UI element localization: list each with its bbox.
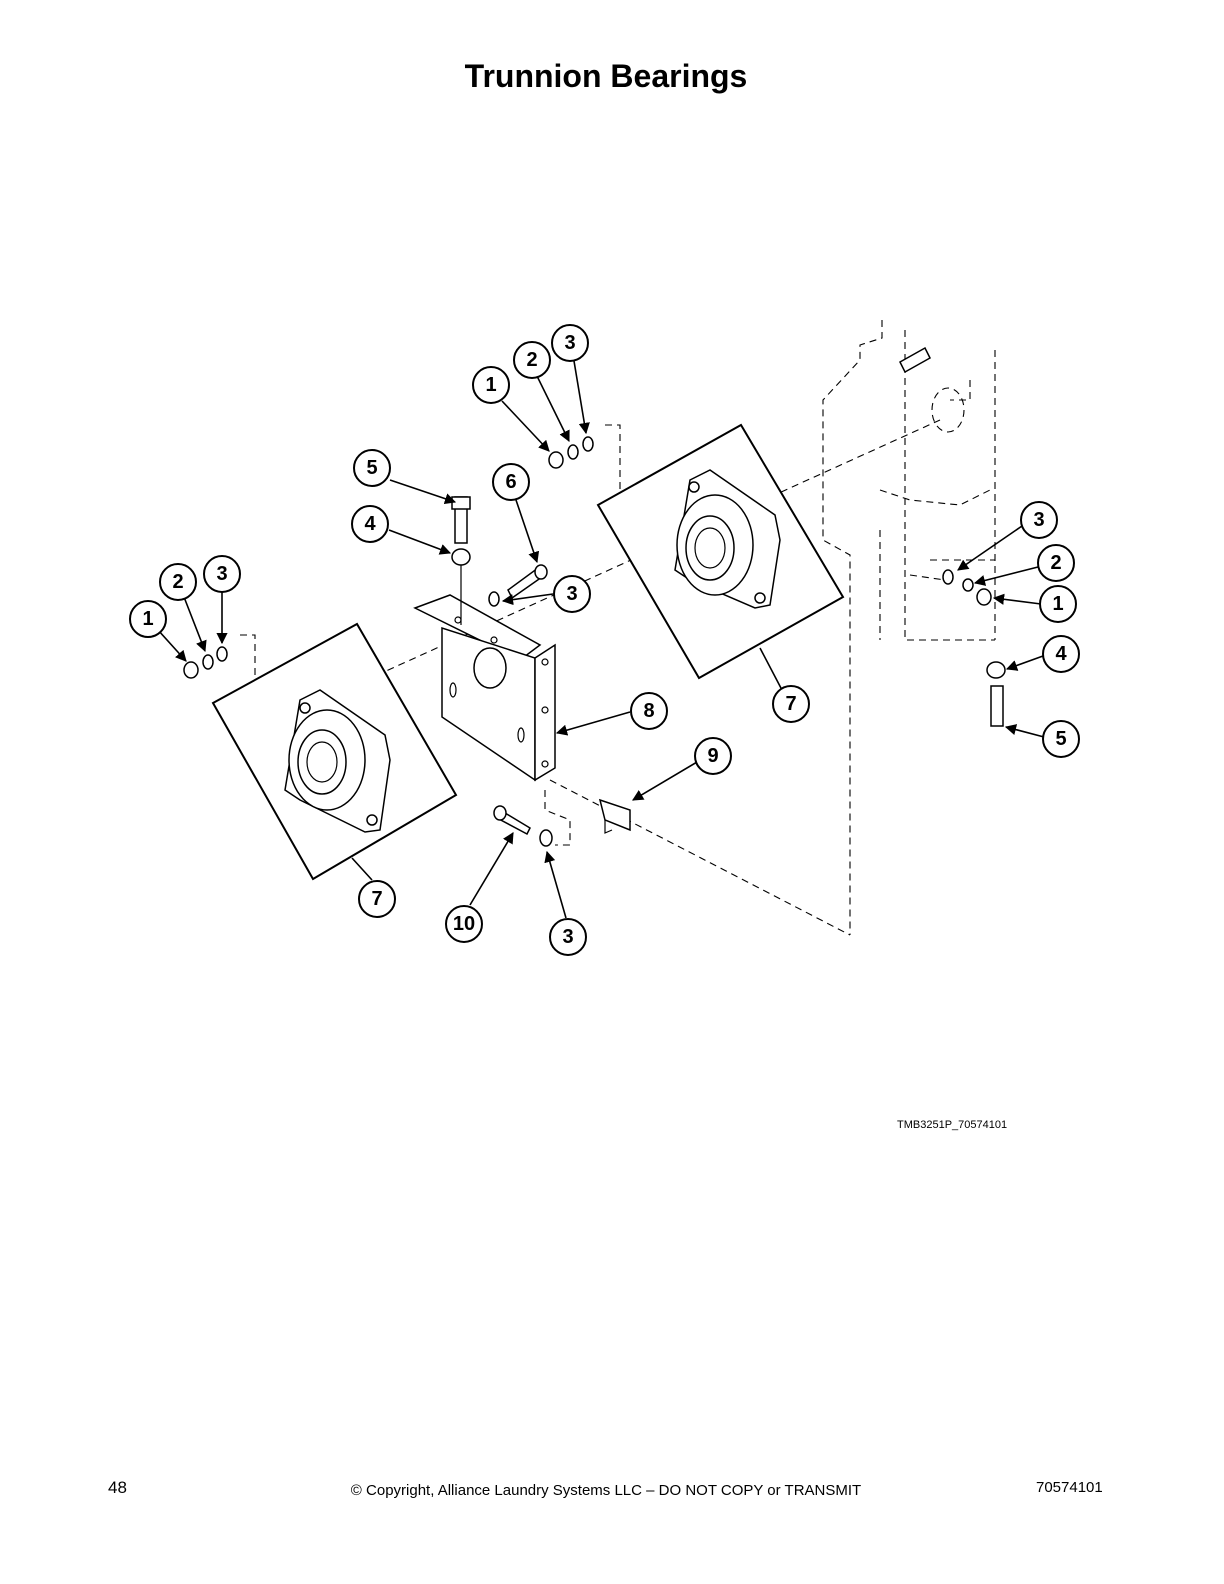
svg-text:2: 2 bbox=[1050, 552, 1061, 574]
callout-right-bearing-7: 7 bbox=[772, 685, 810, 723]
left-bearing-assembly bbox=[211, 622, 458, 881]
assembly-alignment-lines bbox=[240, 419, 946, 936]
callout-clip-9: 9 bbox=[694, 737, 732, 775]
callout-mid-5: 5 bbox=[353, 449, 391, 487]
callout-left-3: 3 bbox=[203, 555, 241, 593]
svg-text:4: 4 bbox=[1055, 643, 1067, 665]
figure-code: TMB3251P_70574101 bbox=[897, 1119, 1008, 1131]
hardware-middle bbox=[451, 496, 548, 625]
svg-text:4: 4 bbox=[364, 513, 376, 535]
callout-left-bearing-7: 7 bbox=[358, 880, 396, 918]
copyright-notice: © Copyright, Alliance Laundry Systems LL… bbox=[350, 1482, 862, 1499]
svg-text:7: 7 bbox=[785, 693, 796, 715]
callout-mid-3: 3 bbox=[553, 575, 591, 613]
callout-bottom-3: 3 bbox=[549, 918, 587, 956]
hardware-top bbox=[548, 436, 594, 469]
svg-text:5: 5 bbox=[1055, 728, 1066, 750]
callout-right-3: 3 bbox=[1020, 501, 1058, 539]
callout-right-4: 4 bbox=[1042, 635, 1080, 673]
hardware-right bbox=[899, 346, 1006, 727]
svg-text:3: 3 bbox=[566, 583, 577, 605]
page-title: Trunnion Bearings bbox=[464, 58, 748, 94]
callout-top-2: 2 bbox=[513, 341, 551, 379]
svg-text:1: 1 bbox=[485, 374, 496, 396]
hardware-left bbox=[183, 646, 228, 679]
svg-text:3: 3 bbox=[1033, 509, 1044, 531]
svg-text:3: 3 bbox=[564, 332, 575, 354]
callout-mid-6: 6 bbox=[492, 463, 530, 501]
callout-top-3: 3 bbox=[551, 324, 589, 362]
clip bbox=[598, 798, 631, 834]
page-number: 48 bbox=[108, 1478, 127, 1497]
callout-left-1: 1 bbox=[129, 600, 167, 638]
document-number: 70574101 bbox=[1036, 1479, 1103, 1496]
svg-text:8: 8 bbox=[643, 700, 654, 722]
svg-text:7: 7 bbox=[371, 888, 382, 910]
mounting-bracket bbox=[413, 594, 556, 782]
callout-bottom-10: 10 bbox=[445, 905, 483, 943]
svg-text:1: 1 bbox=[1052, 593, 1063, 615]
hardware-bottom bbox=[493, 805, 553, 847]
svg-text:6: 6 bbox=[505, 471, 516, 493]
svg-text:9: 9 bbox=[707, 745, 718, 767]
machine-frame-phantom bbox=[822, 320, 996, 935]
callout-right-1: 1 bbox=[1039, 585, 1077, 623]
callout-right-5: 5 bbox=[1042, 720, 1080, 758]
callout-top-1: 1 bbox=[472, 366, 510, 404]
callout-right-2: 2 bbox=[1037, 544, 1075, 582]
svg-text:3: 3 bbox=[216, 563, 227, 585]
callout-left-2: 2 bbox=[159, 563, 197, 601]
svg-text:2: 2 bbox=[172, 571, 183, 593]
svg-text:10: 10 bbox=[453, 913, 475, 935]
callout-bracket-8: 8 bbox=[630, 692, 668, 730]
svg-text:1: 1 bbox=[142, 608, 153, 630]
callout-mid-4: 4 bbox=[351, 505, 389, 543]
svg-text:5: 5 bbox=[366, 457, 377, 479]
svg-text:2: 2 bbox=[526, 349, 537, 371]
right-bearing-assembly bbox=[596, 423, 845, 680]
leader-lines bbox=[157, 360, 1045, 919]
svg-text:3: 3 bbox=[562, 926, 573, 948]
